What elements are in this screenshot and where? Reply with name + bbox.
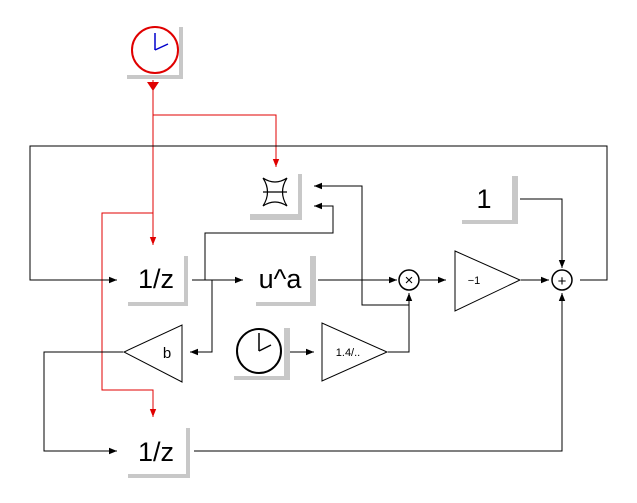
- event-out-arrow-icon: [147, 82, 159, 91]
- link-delay-bottom-to-sum: [194, 293, 566, 452]
- product-label: ×: [405, 272, 414, 289]
- gain-b-label: b: [163, 345, 171, 362]
- link-product-to-scope: [314, 182, 363, 305]
- power-label: u^a: [259, 264, 303, 294]
- link-sum-to-delay-top: [29, 145, 608, 284]
- event-link-clock-scope: [153, 114, 280, 167]
- event-links: [101, 80, 280, 417]
- sum-label: +: [558, 273, 567, 290]
- clock-block-top[interactable]: [127, 23, 183, 79]
- link-const-to-sum: [520, 198, 566, 268]
- delay-block-bottom[interactable]: 1/z: [124, 424, 190, 478]
- gain-b-block[interactable]: b: [122, 324, 183, 383]
- link-gain-expr-to-product: [388, 293, 413, 353]
- gain-neg-block[interactable]: −1: [454, 250, 522, 312]
- link-delay-top-to-gain-b: [190, 280, 213, 356]
- time-block[interactable]: [230, 324, 290, 380]
- power-block[interactable]: u^a: [250, 252, 316, 306]
- link-delay-top-to-scope: [204, 202, 334, 280]
- product-block[interactable]: ×: [398, 269, 420, 291]
- delay-block-top[interactable]: 1/z: [124, 252, 188, 306]
- link-gain-b-to-delay-bottom: [43, 351, 123, 455]
- gain-neg-label: −1: [468, 275, 481, 287]
- event-link-clock-delay-bottom: [101, 212, 157, 417]
- delay-top-label: 1/z: [138, 264, 174, 294]
- const-label: 1: [476, 184, 491, 214]
- scope-icon: [262, 177, 288, 207]
- delay-bottom-label: 1/z: [138, 437, 174, 467]
- gain-expr-label: 1.4/..: [336, 347, 360, 359]
- scope-block[interactable]: [248, 170, 302, 220]
- const-block[interactable]: 1: [456, 172, 518, 224]
- data-links: [29, 145, 608, 455]
- gain-expr-block[interactable]: 1.4/..: [321, 322, 389, 382]
- sum-block[interactable]: +: [551, 269, 573, 291]
